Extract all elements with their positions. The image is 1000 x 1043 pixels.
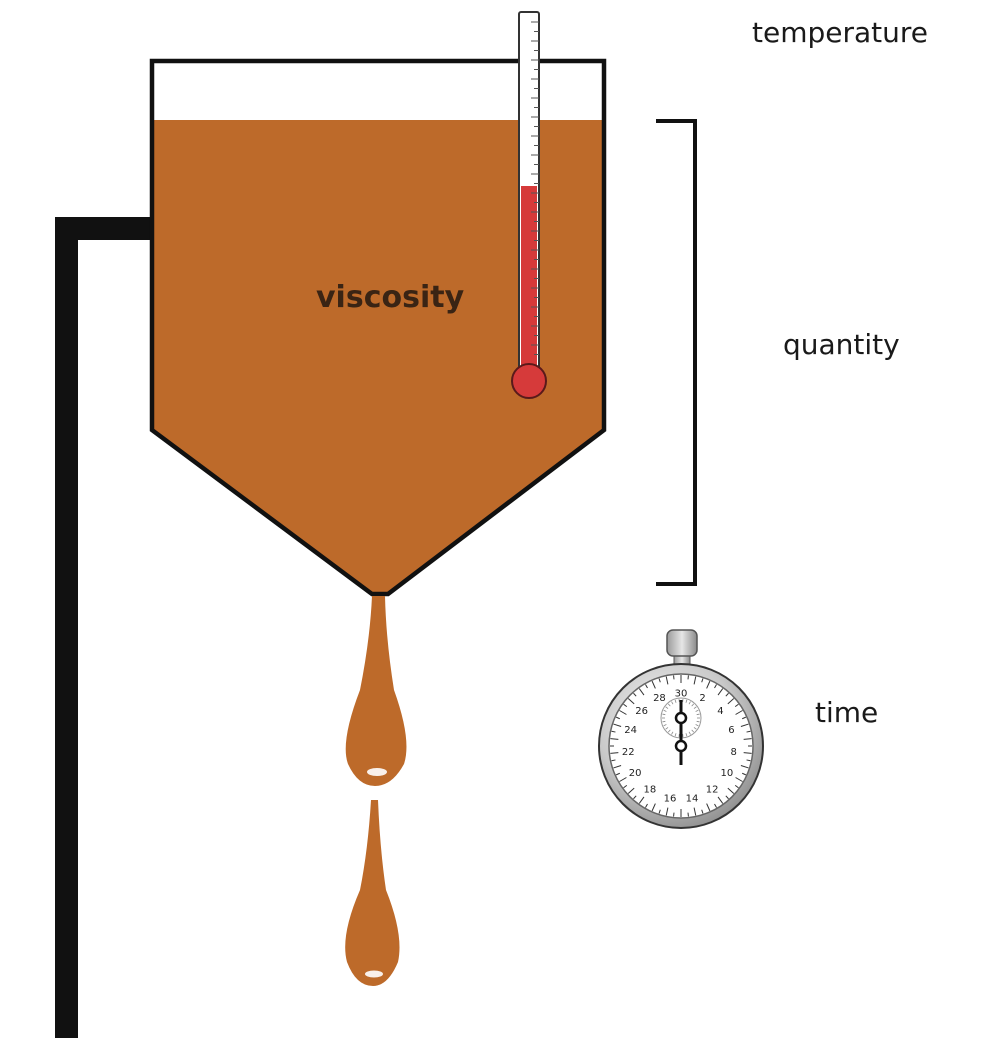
stopwatch-number: 26 — [635, 706, 648, 717]
stand-pole — [55, 217, 78, 1038]
liquid-drops — [345, 596, 406, 986]
temperature-label: temperature — [752, 16, 928, 49]
subdial-pivot — [676, 713, 686, 723]
stopwatch-number: 12 — [706, 784, 719, 795]
stopwatch-number: 16 — [664, 793, 677, 804]
stopwatch-number: 28 — [653, 693, 666, 704]
stand — [55, 217, 153, 1038]
bracket-line — [656, 121, 695, 584]
stopwatch-number: 18 — [643, 784, 656, 795]
stopwatch-crown — [667, 630, 697, 656]
quantity-label: quantity — [783, 328, 900, 361]
viscosity-label: viscosity — [316, 280, 464, 315]
stopwatch-number: 10 — [721, 768, 734, 779]
stopwatch-number: 20 — [629, 768, 642, 779]
stopwatch-number: 6 — [728, 725, 734, 736]
drop-2-highlight — [365, 971, 383, 978]
stopwatch-number: 24 — [624, 725, 637, 736]
stopwatch-number: 14 — [686, 793, 699, 804]
stand-arm — [55, 217, 153, 240]
drop-2 — [345, 800, 399, 986]
stopwatch-number: 8 — [731, 747, 737, 758]
stopwatch-pivot — [676, 741, 686, 751]
stopwatch-number: 2 — [699, 693, 705, 704]
stopwatch-number: 4 — [717, 706, 723, 717]
stopwatch-number: 22 — [622, 747, 635, 758]
time-label: time — [815, 696, 878, 729]
thermometer-mercury — [521, 186, 537, 382]
quantity-bracket — [656, 121, 695, 584]
thermometer-bulb — [512, 364, 546, 398]
stream-drop-1 — [346, 596, 407, 786]
drop-1-highlight — [367, 768, 387, 776]
